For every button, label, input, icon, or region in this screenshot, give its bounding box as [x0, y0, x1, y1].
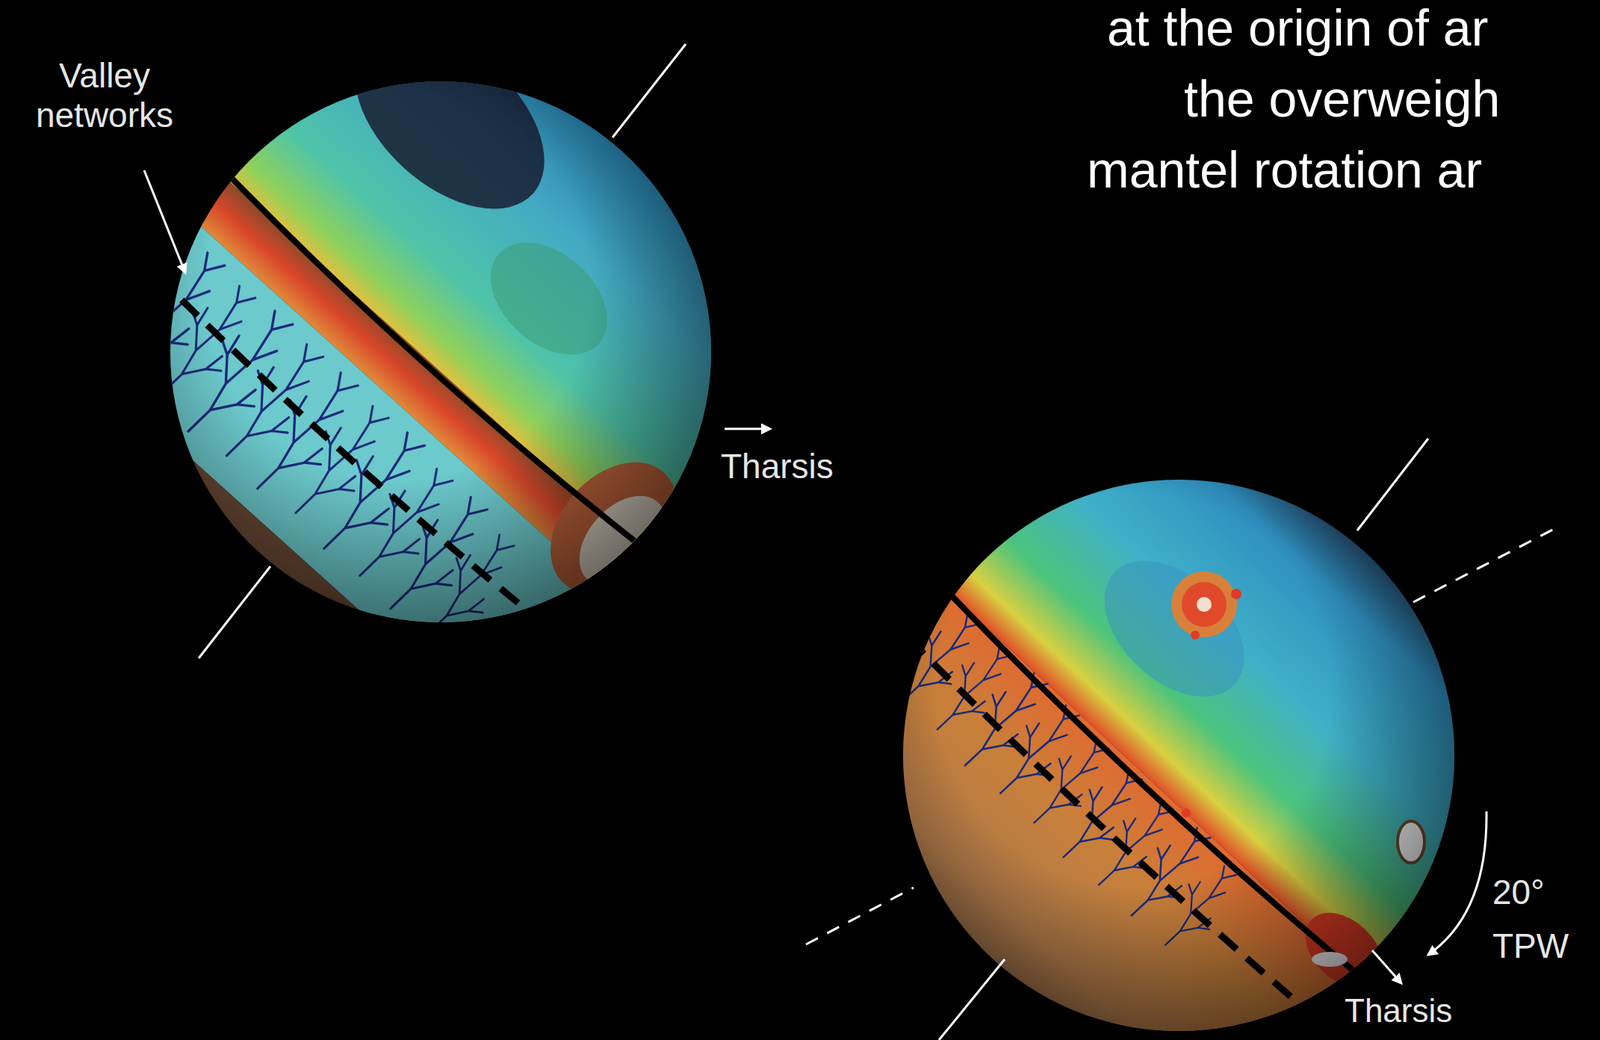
angle-label: 20°: [1492, 872, 1545, 913]
heading-line: the overweigh: [1183, 70, 1500, 127]
process-label: TPW: [1492, 926, 1569, 966]
heading-line: at the origin of ar: [1107, 0, 1488, 57]
feature-label: Valley networks: [14, 56, 195, 136]
feature-label: Tharsis: [1344, 991, 1453, 1031]
heading-line: mantel rotation ar: [1086, 141, 1482, 198]
feature-label: Tharsis: [720, 446, 834, 487]
